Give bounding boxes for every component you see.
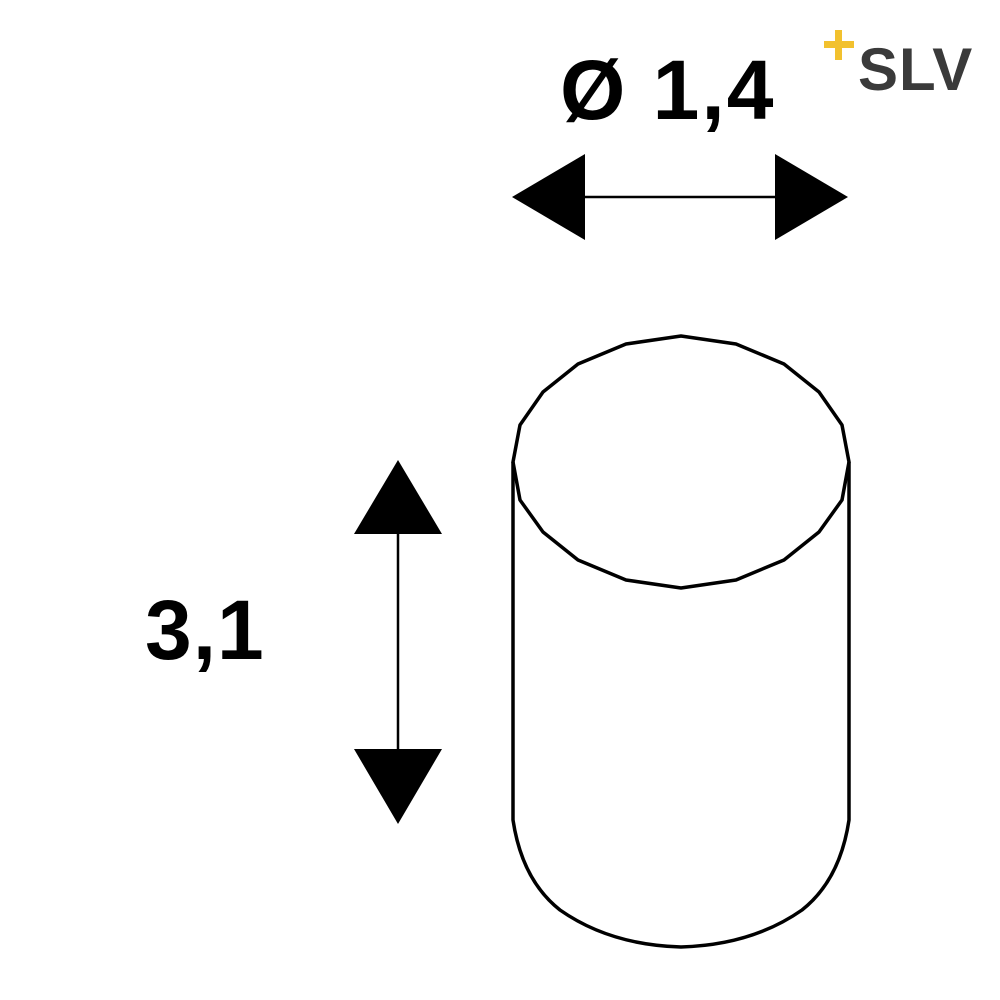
logo-text: SLV bbox=[858, 36, 974, 103]
cylinder-top-face bbox=[511, 334, 851, 590]
sparkle-icon bbox=[824, 30, 854, 60]
cylinder bbox=[511, 334, 851, 949]
height-arrow bbox=[354, 460, 442, 824]
height-arrowhead-top bbox=[354, 460, 442, 534]
slv-logo: SLV bbox=[818, 22, 980, 110]
diameter-arrowhead-right bbox=[775, 154, 848, 240]
height-label: 3,1 bbox=[145, 583, 265, 677]
diameter-label: Ø 1,4 bbox=[560, 43, 776, 137]
diameter-arrowhead-left bbox=[512, 154, 585, 240]
diameter-arrow bbox=[512, 154, 848, 240]
cylinder-body bbox=[511, 462, 851, 949]
height-arrowhead-bottom bbox=[354, 749, 442, 824]
